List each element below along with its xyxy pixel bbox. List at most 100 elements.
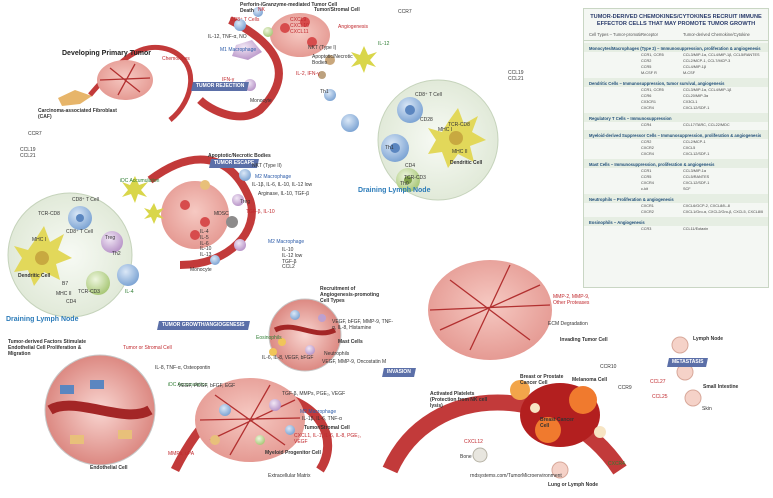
legend-receptor: CCR3 xyxy=(641,227,652,232)
treg-left-label: Treg xyxy=(105,235,116,241)
tcr-cd3-right-label: TCR-CD3 xyxy=(404,175,426,181)
legend-cell-swatch xyxy=(589,122,641,128)
il12-label: IL-12 xyxy=(378,41,390,47)
legend-header-ligand: Tumor-derived Chemokine/Cytokine xyxy=(683,32,750,38)
legend-receptor: CXCR2 xyxy=(641,146,654,151)
legend-receptor: CXCR4 xyxy=(641,152,654,157)
tumor-stromal-label: Tumor/Stromal Cell xyxy=(314,7,360,13)
legend-ligand: CCL4/MIP-1β xyxy=(683,65,707,70)
idc-label: iDC Accumulation xyxy=(120,178,160,184)
legend-section-title: Mast Cells – Immunosuppression, prolifer… xyxy=(584,159,768,169)
invasion-vessel xyxy=(382,394,627,475)
th0-right-label: Th0 xyxy=(400,181,409,187)
m2-label: M2 Macrophage xyxy=(255,174,292,180)
breast-cancer-cell xyxy=(535,417,561,443)
eosinophils-label: Eosinophils xyxy=(256,335,282,341)
mmps-upa-label: MMPs, uPA xyxy=(168,451,195,457)
caf-label: Carcinoma-associated Fibroblast (CAF) xyxy=(38,108,117,120)
legend-ligand: CCL3/MIP-1α, CCL4/MIP-1β xyxy=(683,88,732,93)
mhc1-right-label: MHC I xyxy=(438,127,453,133)
legend-ligand: CXCL1/Gro-α, CXCL2/Gro-β, CXCL5, CXCL8/I… xyxy=(683,210,763,215)
idc-growth-label: iDC Accumulation xyxy=(168,382,208,388)
m2-list-title: M2 Macrophage xyxy=(268,239,305,245)
legend-section-title: Eosinophils – Angiogenesis xyxy=(584,217,768,227)
legend-receptor: CCR2 xyxy=(641,140,652,145)
cd8-tcell-left-label: CD8⁺ T Cell xyxy=(72,197,99,203)
ecm-label: Extracellular Matrix xyxy=(268,473,311,479)
metastasis-banner: METASTASIS xyxy=(667,358,709,367)
legend-ligand: CXCL12/SDF-1 xyxy=(683,181,710,186)
legend-ligand: CCL17/TARC, CCL22/MDC xyxy=(683,123,730,128)
th1-right-label: Th1 xyxy=(385,145,394,151)
legend-body: Monocytes/Macrophages (Type 2) – Immunos… xyxy=(584,43,768,232)
il4-label: IL-4 xyxy=(125,289,134,295)
tcr-cd8-right-label: TCR-CD8 xyxy=(448,122,470,128)
m2b-cytos-label: IL-1β, IL-6, TNF-α xyxy=(302,416,342,422)
legend-receptor: CCR5 xyxy=(641,175,652,180)
angiogenesis-label: Angiogenesis xyxy=(338,24,369,30)
legend-receptor: CCR1 xyxy=(641,169,652,174)
cxcr4-label: CXCR4 xyxy=(608,461,625,467)
intestine-label: Small Intestine xyxy=(703,384,739,390)
rejection-vessel xyxy=(197,16,283,121)
monocyte-label: Monocyte xyxy=(250,98,272,104)
recruitment-label: Recruitment of Angiogenesis-promoting Ce… xyxy=(320,286,380,304)
legend-receptor: CXCR2 xyxy=(641,210,654,215)
caf-cell xyxy=(58,90,92,106)
platelets-label: Activated Platelets (Protection from NK … xyxy=(430,391,488,409)
legend-row: CCR2 CCL2/MCP-1, CCL7/MCP-3 xyxy=(584,58,768,64)
ccr7-label: CCR7 xyxy=(398,9,412,15)
legend-receptor: CX3CR1 xyxy=(641,100,656,105)
mhc2-right-label: MHC II xyxy=(452,149,468,155)
legend-ligand: M-CSF xyxy=(683,71,696,76)
ifn-il2-label: IL-2, IFN-γ xyxy=(296,71,320,77)
legend-title: TUMOR-DERIVED CHEMOKINES/CYTOKINES RECRU… xyxy=(590,14,762,27)
legend-ligand: CCL5/RANTES xyxy=(683,175,710,180)
legend-header: Cell Types – Tumor-promoting Effects Rec… xyxy=(584,29,768,42)
legend-section-title: Dendritic Cells – Immunosuppression, tum… xyxy=(584,78,768,88)
legend-cell-swatch xyxy=(589,226,641,232)
lung-label: Lung or Lymph Node xyxy=(548,482,599,488)
cd4-right-label: CD4 xyxy=(405,163,416,169)
legend-ligand: CCL11/Eotaxin xyxy=(683,227,709,232)
ccr9-label: CCR9 xyxy=(618,385,632,391)
cxcl-label: CXCL9 CXCL10 CXCL11 xyxy=(290,17,309,35)
legend-receptor: CCR2 xyxy=(641,59,652,64)
legend-ligand: CCL2/MCP-1, CCL7/MCP-3 xyxy=(683,59,731,64)
il8-tnf-label: IL-8, TNF-α, Osteopontin xyxy=(155,365,211,371)
legend-ligand: CXCL12/SDF-1 xyxy=(683,106,710,111)
ccl19-label: CCL19 CCL21 xyxy=(508,70,524,82)
nkt-label: NKT (Type I) xyxy=(308,45,337,51)
legend-row: CCR5 CCL5/RANTES xyxy=(584,174,768,180)
apoptotic2-label: Apoptotic/Necrotic Bodies xyxy=(208,153,271,159)
legend-section-title: Neutrophils – Proliferation & angiogenes… xyxy=(584,194,768,204)
nkt2-label: NKT (Type II) xyxy=(252,163,282,169)
m1-macrophage-label: M1 Macrophage xyxy=(220,47,257,53)
legend-cell-swatch xyxy=(589,70,641,76)
tumor-derived-label: Tumor-derived Factors Stimulate Endothel… xyxy=(8,339,86,357)
legend-cell-swatch xyxy=(589,151,641,157)
idc-star xyxy=(351,46,377,73)
draining-left-label: Draining Lymph Node xyxy=(6,316,79,323)
th1-label: Th1 xyxy=(320,89,329,95)
il4-list-label: IL-4 IL-5 IL-6 IL-10 IL-13 xyxy=(200,229,212,258)
nk-label: NK xyxy=(258,7,265,13)
tumor-rejection-banner: TUMOR REJECTION xyxy=(191,82,250,91)
tcr-cd8-left-label: TCR-CD8 xyxy=(38,211,60,217)
dendritic-right-label: Dendritic Cell xyxy=(450,160,483,166)
tumor-or-stromal-label: Tumor or Stromal Cell xyxy=(123,345,172,351)
draining-right-label: Draining Lymph Node xyxy=(358,187,431,194)
invasion-banner: INVASION xyxy=(382,368,416,377)
ifn-label: IFN-γ xyxy=(222,77,235,83)
mdsc-label: MDSC xyxy=(214,211,229,217)
legend-receptor: c-kit xyxy=(641,187,648,192)
treg-label: Treg xyxy=(240,199,251,205)
th2-label: Th2 xyxy=(112,251,121,257)
